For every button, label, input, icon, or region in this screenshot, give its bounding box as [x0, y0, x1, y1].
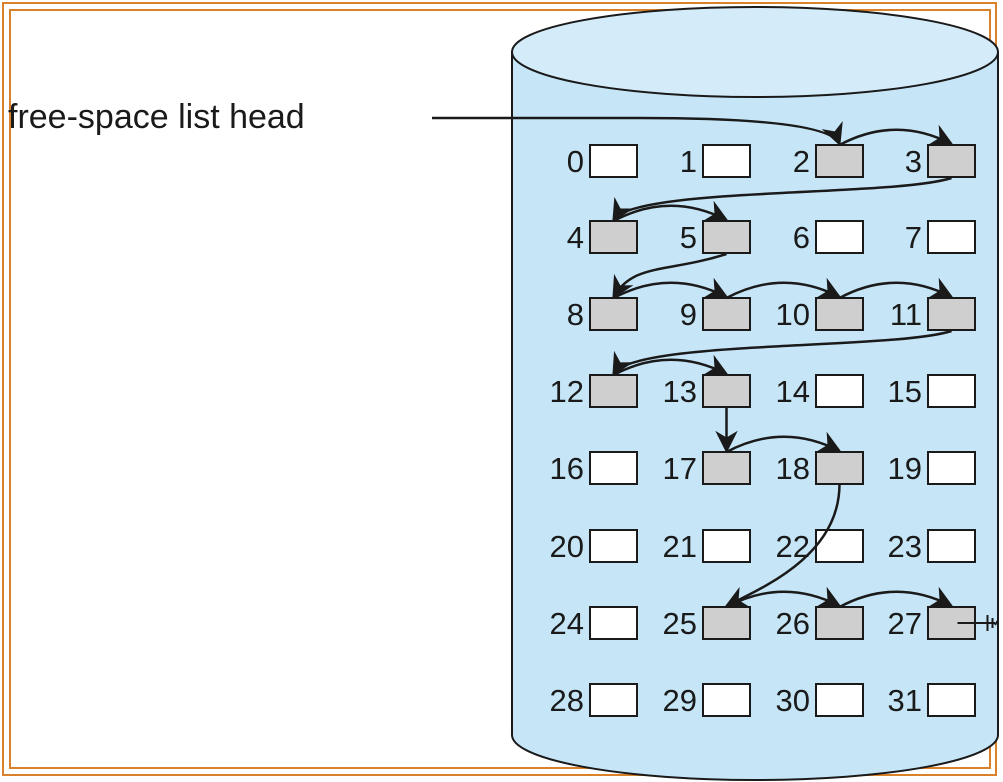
block-number-3: 3 [905, 144, 922, 179]
allocated-block-19 [927, 451, 976, 485]
free-block-13 [702, 374, 751, 408]
allocated-block-1 [702, 144, 751, 178]
free-block-11 [927, 297, 976, 331]
block-number-9: 9 [680, 297, 697, 332]
block-number-24: 24 [550, 606, 584, 641]
link-arrow-3-to-4 [612, 176, 952, 222]
allocated-block-30 [815, 683, 864, 717]
block-number-29: 29 [663, 683, 697, 718]
free-block-18 [815, 451, 864, 485]
block-number-16: 16 [550, 451, 584, 486]
allocated-block-29 [702, 683, 751, 717]
link-arrow-11-to-12 [612, 329, 952, 376]
link-arrow-10-to-11 [838, 277, 954, 300]
block-number-25: 25 [663, 606, 697, 641]
link-arrow-8-to-9 [612, 277, 729, 300]
block-number-8: 8 [567, 297, 584, 332]
free-block-8 [589, 297, 638, 331]
allocated-block-7 [927, 220, 976, 254]
block-number-11: 11 [890, 297, 922, 332]
cylinder-body [511, 51, 999, 781]
list-end-ground-icon [957, 615, 999, 631]
allocated-block-28 [589, 683, 638, 717]
block-number-12: 12 [550, 374, 584, 409]
block-number-18: 18 [776, 451, 810, 486]
free-space-list-head-label: free-space list head [8, 98, 305, 136]
block-number-27: 27 [888, 606, 922, 641]
allocated-block-21 [702, 529, 751, 563]
free-list-links [432, 116, 999, 631]
block-number-10: 10 [776, 297, 810, 332]
disk-cylinder [511, 6, 999, 781]
block-number-2: 2 [793, 144, 810, 179]
block-number-4: 4 [567, 220, 584, 255]
allocated-block-23 [927, 529, 976, 563]
free-block-3 [927, 144, 976, 178]
block-number-17: 17 [663, 451, 697, 486]
free-block-26 [815, 606, 864, 640]
allocated-block-24 [589, 606, 638, 640]
block-number-23: 23 [888, 529, 922, 564]
link-arrow-5-to-8 [612, 252, 727, 299]
link-arrow-26-to-27 [838, 586, 954, 609]
link-arrow-4-to-5 [612, 200, 729, 223]
link-arrow-18-to-25 [724, 483, 841, 608]
free-block-5 [702, 220, 751, 254]
allocated-block-15 [927, 374, 976, 408]
block-number-5: 5 [680, 220, 697, 255]
free-block-9 [702, 297, 751, 331]
list-head-arrow [432, 116, 843, 147]
free-block-10 [815, 297, 864, 331]
block-number-13: 13 [663, 374, 697, 409]
block-number-6: 6 [793, 220, 810, 255]
block-number-30: 30 [776, 683, 810, 718]
free-block-2 [815, 144, 864, 178]
allocated-block-14 [815, 374, 864, 408]
block-number-26: 26 [776, 606, 810, 641]
free-block-17 [702, 451, 751, 485]
free-block-12 [589, 374, 638, 408]
block-number-0: 0 [567, 144, 584, 179]
free-block-4 [589, 220, 638, 254]
block-number-7: 7 [905, 220, 922, 255]
block-number-21: 21 [663, 529, 697, 564]
block-number-20: 20 [550, 529, 584, 564]
allocated-block-0 [589, 144, 638, 178]
link-arrow-9-to-10 [725, 277, 842, 300]
cylinder-top [511, 6, 999, 98]
allocated-block-31 [927, 683, 976, 717]
block-number-31: 31 [888, 683, 922, 718]
block-number-15: 15 [888, 374, 922, 409]
free-block-25 [702, 606, 751, 640]
allocated-block-16 [589, 451, 638, 485]
link-arrow-25-to-26 [725, 586, 842, 609]
link-arrow-2-to-3 [838, 124, 954, 147]
link-arrow-12-to-13 [612, 354, 729, 377]
block-number-19: 19 [888, 451, 922, 486]
block-number-14: 14 [776, 374, 810, 409]
allocated-block-20 [589, 529, 638, 563]
block-number-1: 1 [680, 144, 697, 179]
allocated-block-6 [815, 220, 864, 254]
link-arrow-17-to-18 [725, 431, 842, 454]
block-number-28: 28 [550, 683, 584, 718]
